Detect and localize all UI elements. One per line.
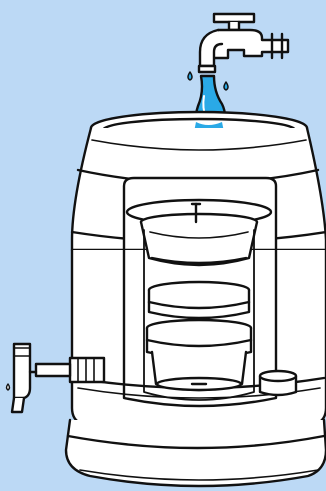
- spare-cap: [260, 371, 296, 395]
- filter-basket: [127, 200, 271, 265]
- tap-icon: [199, 14, 288, 72]
- base-stand: [66, 420, 326, 486]
